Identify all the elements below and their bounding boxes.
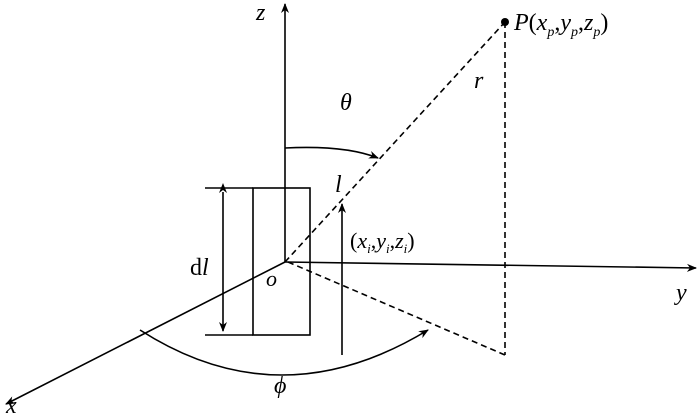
point-i-label: (xi,yi,zi) bbox=[350, 228, 415, 256]
theta-arc bbox=[284, 146, 379, 159]
current-element bbox=[252, 187, 311, 336]
phi-arc bbox=[139, 329, 429, 376]
r-label: r bbox=[474, 68, 484, 94]
point-p bbox=[501, 18, 509, 26]
origin-label: o bbox=[266, 266, 277, 291]
theta-label: θ bbox=[340, 90, 352, 116]
phi-label: ϕ bbox=[274, 373, 286, 399]
y-axis bbox=[284, 261, 697, 272]
z-label: z bbox=[255, 0, 266, 26]
r-line bbox=[284, 21, 506, 263]
point-p-label: P(xp,yp,zp) bbox=[513, 10, 608, 40]
x-label: x bbox=[5, 393, 17, 415]
xy-projection-line bbox=[287, 261, 506, 356]
y-label: y bbox=[674, 280, 687, 306]
l-label: l bbox=[335, 172, 342, 198]
dl-label: dl bbox=[190, 255, 209, 281]
